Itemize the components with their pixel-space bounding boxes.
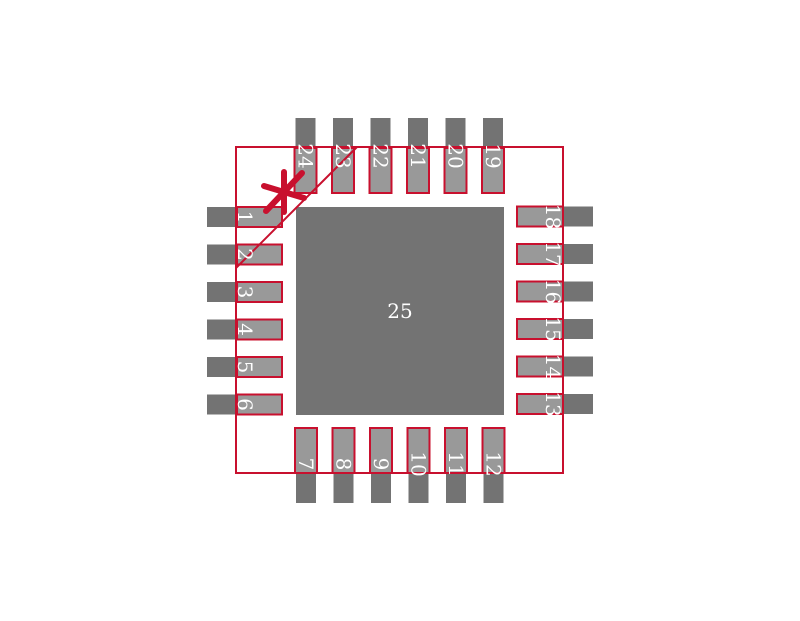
- pad-outer-20: [445, 118, 466, 148]
- pad-outer-6: [207, 394, 237, 415]
- pad-outer-5: [207, 357, 237, 377]
- pad-outer-13: [563, 394, 593, 414]
- pad-outer-10: [408, 473, 429, 503]
- pin-label-14: 14: [541, 354, 565, 379]
- pad-outer-22: [370, 118, 391, 148]
- pin-label-13: 13: [541, 391, 565, 416]
- pin-label-16: 16: [541, 279, 565, 304]
- pad-outer-18: [563, 206, 593, 227]
- pad-outer-1: [207, 207, 237, 227]
- pin-label-2: 2: [233, 248, 257, 261]
- pin-label-8: 8: [332, 458, 356, 471]
- pin-label-12: 12: [482, 451, 506, 476]
- pad-outer-7: [296, 473, 316, 503]
- outer-pad-extensions: [207, 118, 593, 503]
- pin-label-20: 20: [444, 143, 468, 168]
- pad-outer-15: [563, 319, 593, 339]
- pin1-chamfer-line: [235, 146, 358, 269]
- pin-label-4: 4: [233, 323, 257, 336]
- pad-outer-2: [207, 244, 237, 265]
- pad-outer-4: [207, 319, 237, 340]
- pad-outer-19: [483, 118, 503, 148]
- pin-label-10: 10: [407, 451, 431, 476]
- pad-outer-23: [333, 118, 353, 148]
- pin-label-7: 7: [294, 458, 318, 471]
- center-pad: [296, 207, 504, 415]
- pin-label-9: 9: [369, 458, 393, 471]
- pin-label-1: 1: [233, 211, 257, 224]
- pad-outer-8: [333, 473, 354, 503]
- pin-label-3: 3: [233, 286, 257, 299]
- pin-label-5: 5: [233, 361, 257, 374]
- pad-outer-3: [207, 282, 237, 302]
- pad-outer-17: [563, 244, 593, 264]
- pad-outer-16: [563, 281, 593, 302]
- pin-label-23: 23: [331, 143, 355, 168]
- package-outline: [235, 146, 564, 474]
- pin-label-24: 24: [294, 143, 318, 168]
- pin-label-6: 6: [233, 398, 257, 411]
- pad-outer-12: [483, 473, 504, 503]
- pin-label-15: 15: [541, 316, 565, 341]
- pin-label-19: 19: [481, 143, 505, 168]
- pad-outer-14: [563, 356, 593, 377]
- pin-label-22: 22: [369, 143, 393, 168]
- pin-label-18: 18: [541, 204, 565, 229]
- pad-outer-11: [446, 473, 466, 503]
- pad-outer-9: [371, 473, 391, 503]
- pin-label-17: 17: [541, 241, 565, 266]
- pin-label-21: 21: [406, 143, 430, 168]
- inner-pads: [236, 147, 564, 474]
- pin1-asterisk-marker: [261, 169, 307, 215]
- pad-outer-21: [408, 118, 428, 148]
- pad-outer-24: [295, 118, 316, 148]
- center-pad-label: 25: [387, 299, 412, 323]
- pin-label-11: 11: [444, 451, 468, 476]
